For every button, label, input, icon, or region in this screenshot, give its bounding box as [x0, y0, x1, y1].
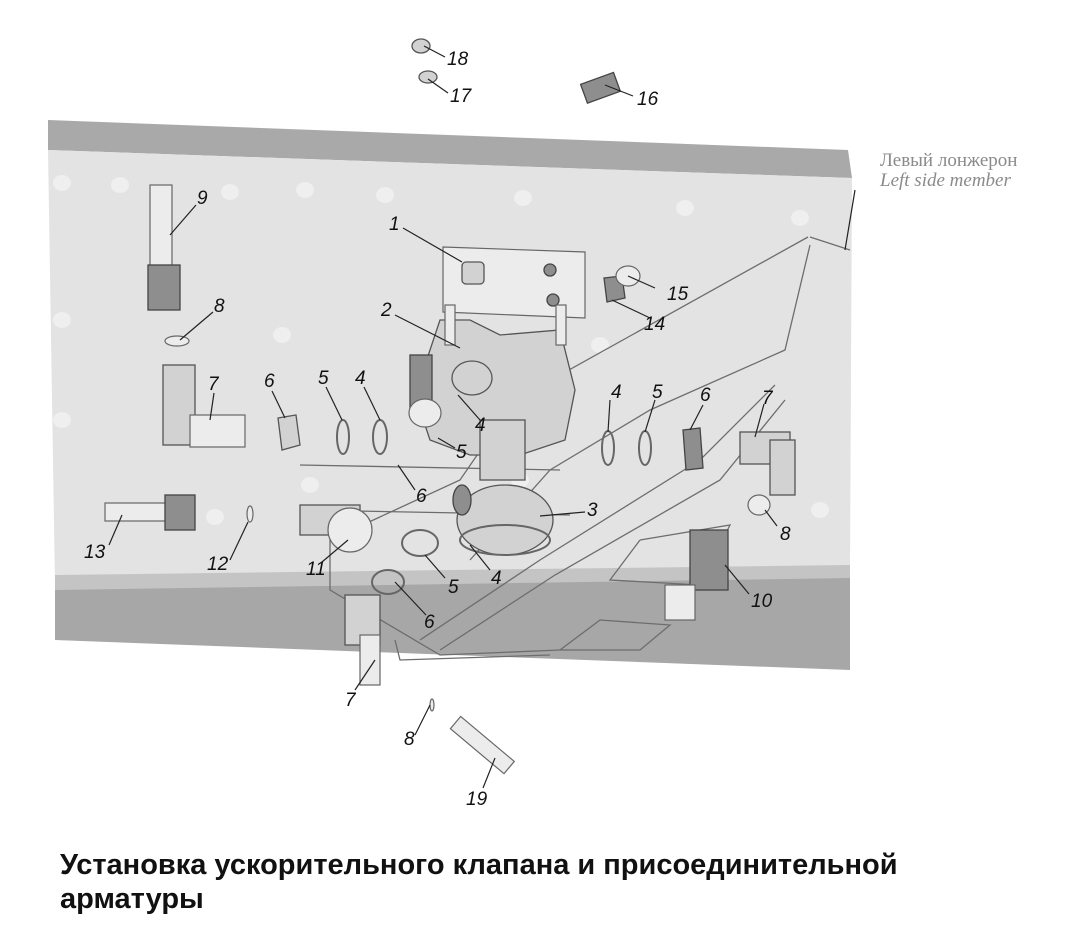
callout-16: 16: [637, 89, 659, 110]
callout-5: 5: [318, 368, 329, 389]
callout-7: 7: [208, 374, 220, 395]
side-member-label-ru: Левый лонжерон: [880, 150, 1017, 171]
callout-1: 1: [389, 214, 400, 235]
mounting-bracket: [442, 246, 586, 319]
hex-nuts: [277, 414, 704, 471]
callout-4: 4: [491, 568, 502, 589]
side-member-label-en: Left side member: [879, 170, 1011, 191]
callout-2: 2: [380, 300, 392, 321]
callout-14: 14: [644, 314, 665, 335]
callout-4: 4: [475, 415, 486, 436]
callout-13: 13: [84, 542, 106, 563]
callout-18: 18: [447, 49, 469, 70]
callout-10: 10: [751, 591, 773, 612]
callout-6: 6: [424, 612, 435, 633]
callout-4: 4: [611, 382, 622, 403]
callout-8: 8: [214, 296, 225, 317]
callout-7: 7: [762, 388, 774, 409]
callout-3: 3: [587, 500, 598, 521]
callout-6: 6: [700, 385, 711, 406]
callout-9: 9: [197, 188, 208, 209]
seal-rings: [164, 335, 771, 595]
callout-6: 6: [264, 371, 275, 392]
callout-7: 7: [345, 690, 357, 711]
fittings: [104, 38, 796, 775]
figure-caption: Установка ускорительного клапана и присо…: [60, 849, 898, 915]
callout-15: 15: [667, 284, 689, 305]
callout-numbers: 1 2 3 4 4 4 4 5 5 5 5 6 6 6 6 7 7 7 8 8 …: [84, 49, 791, 810]
callout-8: 8: [404, 729, 415, 750]
callout-8: 8: [780, 524, 791, 545]
callout-5: 5: [456, 442, 467, 463]
callout-6: 6: [416, 486, 427, 507]
callout-5: 5: [652, 382, 663, 403]
callout-19: 19: [466, 789, 488, 810]
callout-11: 11: [306, 559, 326, 580]
leader-lines: [108, 45, 856, 789]
callout-12: 12: [207, 554, 229, 575]
callout-5: 5: [448, 577, 459, 598]
callout-17: 17: [450, 86, 473, 107]
accelerator-valve: [408, 304, 576, 556]
callout-4: 4: [355, 368, 366, 389]
